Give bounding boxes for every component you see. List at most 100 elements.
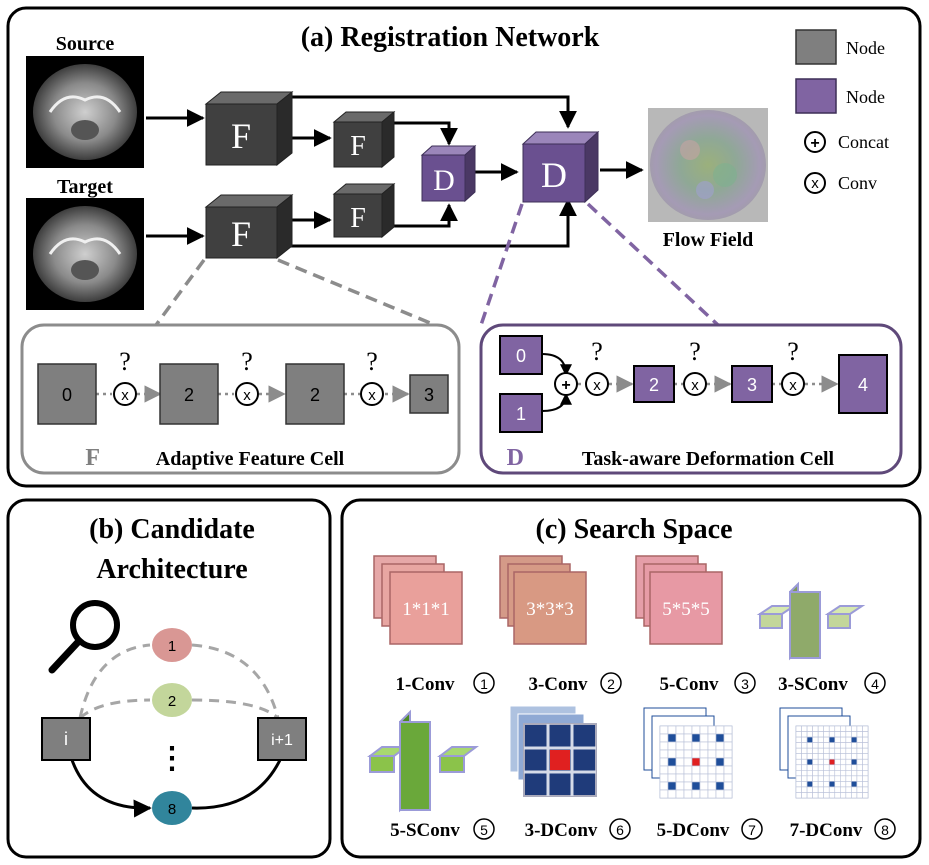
kernel-cell — [840, 758, 847, 766]
feature-cell-letter: F — [85, 445, 100, 471]
conv-symbol: x — [121, 387, 129, 404]
kernel-cell — [795, 781, 802, 788]
kernel-cell — [828, 764, 836, 771]
kernel-cell — [691, 757, 701, 767]
kernel-cell — [683, 725, 693, 735]
kernel-cell — [851, 786, 858, 793]
candidate-node-label: 8 — [168, 801, 176, 818]
kernel-cell — [667, 725, 677, 735]
kernel-cell — [812, 725, 819, 732]
kernel-cell — [856, 781, 863, 788]
feature-cell-node-2 — [285, 363, 345, 425]
legend: Node Node + Concat x Conv — [795, 29, 889, 194]
legend-conv-label: Conv — [838, 173, 877, 193]
legend-concat-label: Concat — [838, 132, 889, 152]
kernel-cell — [840, 747, 847, 754]
kernel-cell — [683, 757, 693, 767]
op-number: 5 — [480, 822, 488, 838]
conv-icon — [781, 372, 805, 396]
kernel-cell — [806, 770, 813, 777]
deform-cell-node-4 — [838, 354, 888, 414]
node-i-plus-1 — [257, 717, 307, 761]
conv-symbol: x — [368, 387, 376, 404]
op-3-sconv-icon — [756, 581, 866, 661]
kernel-cell — [862, 736, 869, 743]
kernel-cell — [699, 733, 709, 743]
op-7-dconv-icon — [779, 707, 869, 799]
kernel-cell — [812, 731, 819, 738]
magnifier-icon — [48, 600, 120, 674]
kernel-cell — [801, 786, 808, 793]
concat-icon — [804, 131, 826, 153]
op-label: 5-SConv — [390, 820, 460, 841]
kernel-cell — [699, 749, 709, 759]
kernel-cell — [795, 725, 802, 732]
kernel-cell — [715, 757, 725, 767]
kernel-cell — [845, 742, 852, 749]
op-number: 3 — [741, 676, 749, 692]
kernel-cell — [659, 789, 669, 799]
kernel-cell — [723, 749, 733, 759]
kernel-cell — [675, 757, 685, 767]
kernel-cell — [659, 757, 669, 767]
kernel-cell — [834, 736, 841, 743]
node-i-label: i — [64, 729, 68, 749]
kernel-cell — [856, 753, 863, 760]
kernel-cell — [845, 792, 852, 799]
op-1-conv-icon: 1*1*1 — [373, 555, 463, 645]
network-connections — [146, 95, 644, 248]
kernel-cell — [862, 725, 869, 732]
kernel-cell — [834, 792, 841, 799]
kernel-cell — [845, 753, 852, 760]
deformation-block-large: D — [521, 130, 600, 204]
kernel-cell — [801, 725, 808, 732]
kernel-cell — [823, 725, 830, 732]
kernel-cell — [817, 758, 824, 766]
kernel-cell — [801, 792, 808, 799]
kernel-cell — [845, 781, 852, 788]
feature-block-mid-top: F — [332, 110, 396, 169]
op-5-dconv-icon — [643, 707, 733, 799]
kernel-cell — [845, 786, 852, 793]
kernel-cell — [659, 733, 669, 743]
kernel-cell — [801, 758, 808, 766]
kernel-cell — [707, 725, 717, 735]
kernel-cell — [723, 725, 733, 735]
concat-symbol: + — [561, 377, 570, 394]
target-label: Target — [57, 176, 113, 198]
kernel-cell — [817, 753, 824, 760]
kernel-cell — [699, 725, 709, 735]
kernel-cell — [817, 742, 824, 749]
kernel-cell — [667, 765, 677, 775]
deform-cell-node-label: 1 — [516, 404, 526, 424]
kernel-cell — [683, 741, 693, 751]
zoom-lines — [154, 202, 720, 329]
kernel-cell — [691, 725, 701, 735]
kernel-cell — [845, 731, 852, 738]
kernel-cell — [823, 742, 830, 749]
kernel-cell — [828, 742, 836, 749]
op-number: 2 — [607, 676, 615, 692]
source-brain-image — [26, 56, 144, 168]
kernel-cell — [828, 786, 836, 793]
kernel-cell — [851, 753, 858, 760]
kernel-cell — [723, 773, 733, 783]
kernel-cell — [667, 781, 677, 791]
concat-symbol: + — [810, 135, 819, 152]
kernel-cell — [795, 753, 802, 760]
kernel-cell — [834, 781, 841, 788]
feature-cell-label: Adaptive Feature Cell — [156, 448, 345, 470]
kernel-cell — [817, 786, 824, 793]
kernel-cell — [691, 749, 701, 759]
feature-block-letter: F — [350, 131, 366, 162]
kernel-cell — [862, 753, 869, 760]
deform-cell-node-label: 0 — [516, 346, 526, 366]
kernel-cell — [823, 786, 830, 793]
op-number: 4 — [871, 676, 879, 692]
kernel-cell — [834, 786, 841, 793]
kernel-cell — [828, 775, 836, 782]
task-aware-deformation-cell: 0 1 2 3 4 + x x x ? ? ? D Task-aware Def… — [479, 323, 903, 475]
kernel-cell — [823, 775, 830, 782]
kernel-cell — [707, 749, 717, 759]
question-mark: ? — [689, 337, 701, 366]
